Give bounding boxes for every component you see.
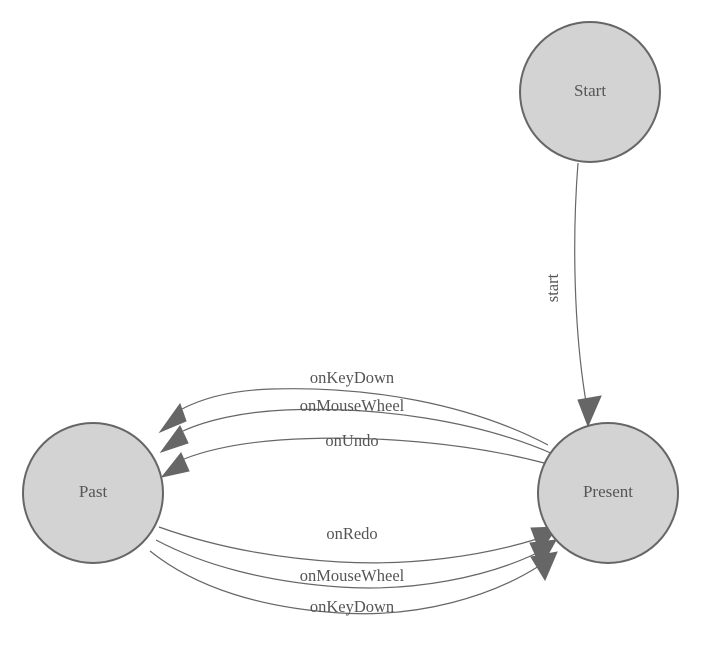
edge-onkeydown-up-path <box>181 388 549 446</box>
edge-onmousewheel-dn-path <box>155 539 538 589</box>
edge-onredo-path <box>158 526 538 564</box>
edge-onkeydown-up-arrowhead <box>158 402 187 434</box>
node-start[interactable]: Start <box>519 21 661 163</box>
node-start-circle <box>519 21 661 163</box>
edge-onmousewheel-up[interactable]: onMouseWheel <box>159 396 554 455</box>
edge-onundo[interactable]: onUndo <box>160 431 549 478</box>
edge-onkeydown-dn[interactable]: onKeyDown <box>149 550 558 616</box>
edge-onkeydown-dn-label: onKeyDown <box>310 597 394 616</box>
edge-onundo-arrowhead <box>160 452 190 478</box>
edge-onmousewheel-up-arrowhead <box>159 425 189 453</box>
node-present-circle <box>537 422 679 564</box>
edge-onundo-label: onUndo <box>325 431 378 450</box>
edge-onmousewheel-up-label: onMouseWheel <box>300 396 405 415</box>
edge-onkeydown-dn-path <box>149 550 540 615</box>
node-present-label: Present <box>583 482 633 501</box>
edge-onmousewheel-dn-label: onMouseWheel <box>300 566 405 585</box>
edge-start-arrowhead <box>577 395 602 428</box>
node-start-label: Start <box>574 81 606 100</box>
edge-start-path <box>574 162 587 403</box>
node-present[interactable]: Present <box>537 422 679 564</box>
edge-start-label: start <box>543 273 562 302</box>
edge-onkeydown-up-label: onKeyDown <box>310 368 394 387</box>
node-past-label: Past <box>79 482 108 501</box>
node-past-circle <box>22 422 164 564</box>
edge-onredo-label: onRedo <box>326 524 377 543</box>
node-past[interactable]: Past <box>22 422 164 564</box>
edge-onundo-path <box>183 437 549 465</box>
edge-onkeydown-dn-arrowhead <box>530 551 558 582</box>
edge-start[interactable]: start <box>543 162 602 428</box>
edge-onkeydown-up[interactable]: onKeyDown <box>158 368 549 446</box>
edge-onmousewheel-up-path <box>182 408 554 455</box>
edge-onmousewheel-dn[interactable]: onMouseWheel <box>155 539 557 589</box>
edge-onredo[interactable]: onRedo <box>158 524 558 564</box>
